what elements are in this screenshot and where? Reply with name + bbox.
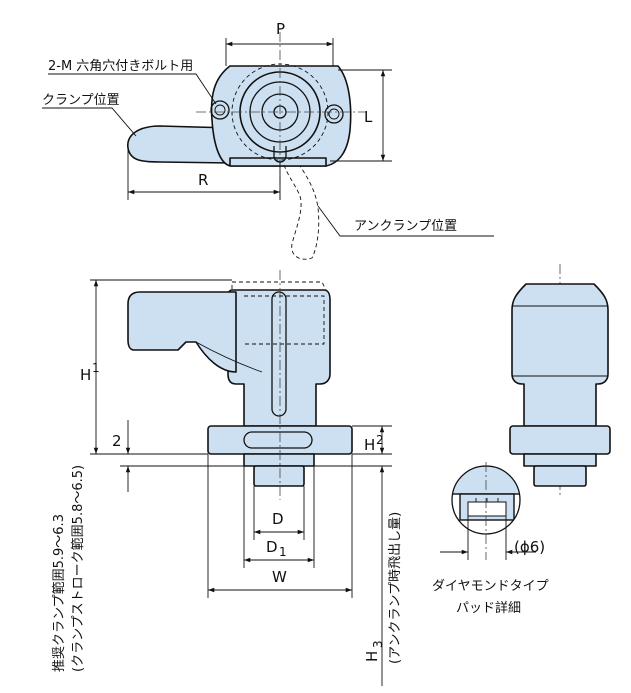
note-recommended-range: 推奨クランプ範囲5.9～6.3 [52, 514, 67, 672]
bolt-hole-left [210, 100, 230, 120]
leader-clamp-position [42, 107, 137, 137]
label-P: P [276, 20, 285, 38]
label-H1-sub: 1 [92, 361, 100, 375]
label-D1: D [266, 538, 278, 556]
label-D: D [272, 510, 284, 528]
flange-slot [243, 431, 313, 449]
label-H2-sub: 2 [376, 433, 384, 447]
label-H1: H [80, 366, 91, 384]
leader-bolt [48, 73, 217, 105]
front-internal-dashed [244, 295, 325, 345]
label-phi6: (ϕ6) [514, 538, 545, 556]
top-view: P L R 2-M 六角穴付きボルト用 クランプ位置 アンクランプ位置 [42, 20, 494, 260]
label-W: W [272, 568, 287, 586]
label-H3: H [363, 651, 381, 662]
clamp-arm-top [127, 125, 233, 164]
label-2: 2 [112, 432, 122, 450]
label-D1-sub: 1 [279, 545, 287, 559]
side-view [509, 264, 611, 496]
note-diamond-pad-1: ダイヤモンドタイプ [432, 579, 549, 594]
front-slot [271, 291, 287, 417]
side-body [511, 283, 609, 427]
arm-curve [195, 341, 263, 373]
note-unclamp-position: アンクランプ位置 [354, 219, 457, 234]
note-bolt: 2-M 六角穴付きボルト用 [48, 59, 193, 74]
note-stroke-range: (クランプストローク範囲5.8～6.5) [71, 465, 86, 672]
leader-unclamp-position [317, 205, 494, 237]
bolt-hole-right [324, 104, 344, 124]
front-view: H 1 2 H 2 D D 1 W H 3 (アンクランプ時飛出し量) [52, 270, 403, 686]
side-under [523, 453, 597, 467]
pad-detail: (ϕ6) ダイヤモンドタイプ パッド詳細 [432, 462, 549, 616]
label-R: R [198, 171, 208, 189]
label-L: L [364, 108, 373, 126]
bolt-hole-right-inner [328, 108, 340, 120]
bolt-hole-left-inner [214, 104, 226, 116]
note-diamond-pad-2: パッド詳細 [456, 600, 521, 616]
note-clamp-position: クランプ位置 [42, 93, 120, 108]
label-H2: H [364, 436, 375, 454]
side-pad [533, 465, 587, 487]
front-under [243, 453, 315, 467]
front-column [227, 289, 331, 427]
label-H3-sub: 3 [371, 640, 385, 648]
unclamp-arm-dashed [283, 164, 320, 260]
front-clamp-arm [127, 291, 237, 373]
front-pad [253, 465, 305, 487]
side-flange [509, 425, 611, 455]
note-unclamp-protrusion: (アンクランプ時飛出し量) [388, 512, 403, 664]
